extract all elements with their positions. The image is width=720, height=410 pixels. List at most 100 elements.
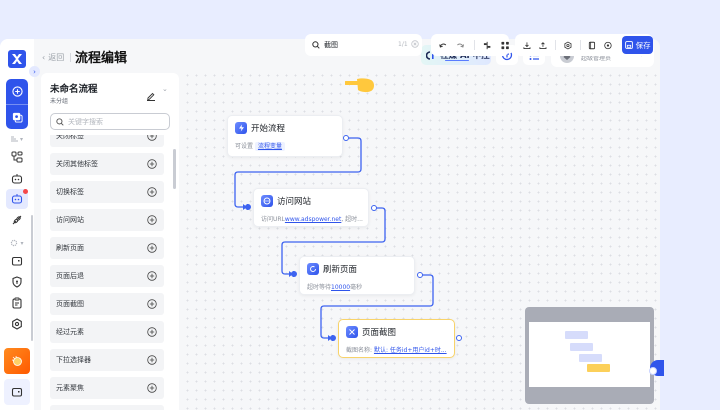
add-circle-icon[interactable] bbox=[147, 383, 157, 393]
output-port[interactable] bbox=[371, 205, 377, 211]
save-button[interactable]: 保存 bbox=[622, 36, 654, 54]
minimap-node bbox=[579, 354, 602, 362]
rpa-flow-icon[interactable] bbox=[6, 147, 28, 167]
user-role: 超级管理员 bbox=[581, 54, 612, 62]
import-icon[interactable] bbox=[523, 41, 531, 50]
settings-hex-icon[interactable] bbox=[564, 41, 572, 50]
run-record-icon[interactable] bbox=[604, 41, 612, 50]
io-toolbar: 保存 bbox=[515, 34, 654, 56]
security-shield-icon[interactable] bbox=[6, 272, 28, 292]
action-search-field[interactable] bbox=[50, 113, 170, 130]
action-item-focus-element[interactable]: 元素聚焦 bbox=[50, 377, 164, 399]
refresh-icon bbox=[307, 263, 319, 275]
search-icon bbox=[312, 41, 320, 49]
notes-icon[interactable] bbox=[588, 41, 596, 50]
output-port[interactable] bbox=[456, 335, 462, 341]
expand-rail-button[interactable]: › bbox=[29, 66, 40, 77]
export-icon[interactable] bbox=[539, 41, 547, 50]
node-title: 刷新页面 bbox=[323, 265, 358, 275]
minimap-viewport[interactable] bbox=[529, 322, 650, 387]
left-rail: › ▾ ▾ bbox=[0, 39, 40, 410]
help-float-button[interactable] bbox=[649, 360, 664, 376]
process-group: 未分组 bbox=[50, 98, 69, 105]
rail-scrollbar[interactable] bbox=[31, 215, 33, 341]
add-circle-icon[interactable] bbox=[147, 135, 157, 141]
robot-icon[interactable] bbox=[6, 169, 28, 189]
action-panel: 未命名流程 未分组 ⌄ 关闭标签 关闭其他标签 切换标签 访问网站 刷新页面 页… bbox=[41, 73, 179, 410]
flow-node-refresh-page[interactable]: 刷新页面 超时等待10000毫秒 bbox=[299, 256, 415, 295]
collapse-chevron-icon[interactable]: ⌄ bbox=[162, 85, 168, 93]
clear-search-icon[interactable] bbox=[411, 40, 419, 48]
divider bbox=[554, 40, 556, 50]
rpa-robot-icon[interactable] bbox=[6, 189, 28, 209]
settings-gear-icon[interactable] bbox=[6, 314, 28, 334]
wallet-icon[interactable] bbox=[6, 251, 28, 271]
action-item-refresh-page[interactable]: 刷新页面 bbox=[50, 237, 164, 259]
minimap-node bbox=[565, 331, 588, 339]
connect-icon[interactable] bbox=[6, 210, 28, 230]
search-icon bbox=[56, 117, 64, 126]
ai-button-label: 社媒 AI 中控 bbox=[440, 51, 490, 61]
canvas-search-value[interactable]: 截图 bbox=[324, 41, 338, 49]
action-item-dropdown-select[interactable]: 下拉选择器 bbox=[50, 349, 164, 371]
action-item-close-tab[interactable]: 关闭标签 bbox=[50, 135, 164, 147]
divider bbox=[70, 53, 72, 62]
group-settings-toggle[interactable]: ▾ bbox=[6, 237, 28, 249]
flow-node-start[interactable]: 开始流程 可设置 流程变量 bbox=[227, 115, 343, 157]
add-circle-icon[interactable] bbox=[147, 215, 157, 225]
add-circle-icon[interactable] bbox=[147, 327, 157, 337]
divider bbox=[473, 40, 475, 50]
output-port[interactable] bbox=[343, 135, 349, 141]
timeout-value-link[interactable]: 10000 bbox=[331, 284, 351, 291]
add-circle-icon[interactable] bbox=[147, 299, 157, 309]
edit-name-button[interactable] bbox=[146, 86, 156, 105]
flow-node-visit-site[interactable]: 访问网站 访问URLwww.adspower.net, 超时... bbox=[253, 188, 369, 227]
action-item-visit-site[interactable]: 访问网站 bbox=[50, 209, 164, 231]
minimap[interactable] bbox=[525, 307, 654, 404]
action-item-screenshot[interactable]: 页面截图 bbox=[50, 293, 164, 315]
add-circle-icon[interactable] bbox=[147, 187, 157, 197]
input-port[interactable] bbox=[330, 335, 336, 341]
input-port[interactable] bbox=[245, 204, 251, 210]
flow-variables-link[interactable]: 流程变量 bbox=[254, 142, 285, 151]
redo-icon[interactable] bbox=[456, 41, 465, 49]
undo-icon[interactable] bbox=[439, 41, 447, 49]
back-label: 返回 bbox=[48, 53, 65, 62]
add-circle-icon[interactable] bbox=[147, 159, 157, 169]
action-list-scrollbar[interactable] bbox=[173, 149, 176, 189]
new-profile-icon[interactable] bbox=[6, 79, 28, 104]
action-search-input[interactable] bbox=[68, 117, 168, 126]
promo-button[interactable] bbox=[4, 348, 30, 374]
add-circle-icon[interactable] bbox=[147, 355, 157, 365]
align-icon[interactable] bbox=[483, 41, 491, 50]
node-title: 访问网站 bbox=[277, 197, 312, 207]
add-circle-icon[interactable] bbox=[147, 271, 157, 281]
save-icon bbox=[624, 41, 633, 49]
back-link[interactable]: ‹ 返回 bbox=[42, 52, 72, 63]
input-port[interactable] bbox=[291, 271, 297, 277]
url-link[interactable]: www.adspower.net bbox=[284, 216, 342, 223]
action-item-hover-element[interactable]: 经过元素 bbox=[50, 321, 164, 343]
action-item-page-back[interactable]: 页面后退 bbox=[50, 265, 164, 287]
page-title: 流程编辑 bbox=[75, 51, 128, 66]
profiles-icon[interactable] bbox=[6, 104, 28, 129]
underline-decoration bbox=[445, 60, 469, 61]
add-circle-icon[interactable] bbox=[147, 243, 157, 253]
minimap-node-selected bbox=[587, 364, 610, 372]
clipboard-icon[interactable] bbox=[6, 293, 28, 313]
screenshot-name-link[interactable]: 默认: 任务id+用户id+时... bbox=[373, 347, 447, 354]
wallet-bottom-button[interactable] bbox=[4, 379, 30, 405]
canvas-search-bar[interactable]: 截图 1/1 bbox=[305, 34, 422, 56]
group-automation-toggle[interactable]: ▾ bbox=[6, 133, 28, 145]
node-description: 可设置 流程变量 bbox=[235, 141, 285, 151]
output-port[interactable] bbox=[417, 272, 423, 278]
layout-grid-icon[interactable] bbox=[501, 41, 509, 50]
action-item-switch-tab[interactable]: 切换标签 bbox=[50, 181, 164, 203]
flow-node-screenshot[interactable]: 页面截图 截图名称: 默认: 任务id+用户id+时... bbox=[338, 319, 455, 358]
edit-toolbar bbox=[431, 34, 509, 56]
action-item-click-element[interactable]: 点击元素 bbox=[50, 405, 164, 410]
quick-actions bbox=[6, 79, 28, 129]
action-item-close-other-tabs[interactable]: 关闭其他标签 bbox=[50, 153, 164, 175]
adspower-logo-icon[interactable] bbox=[8, 50, 26, 68]
node-title: 开始流程 bbox=[251, 124, 286, 134]
